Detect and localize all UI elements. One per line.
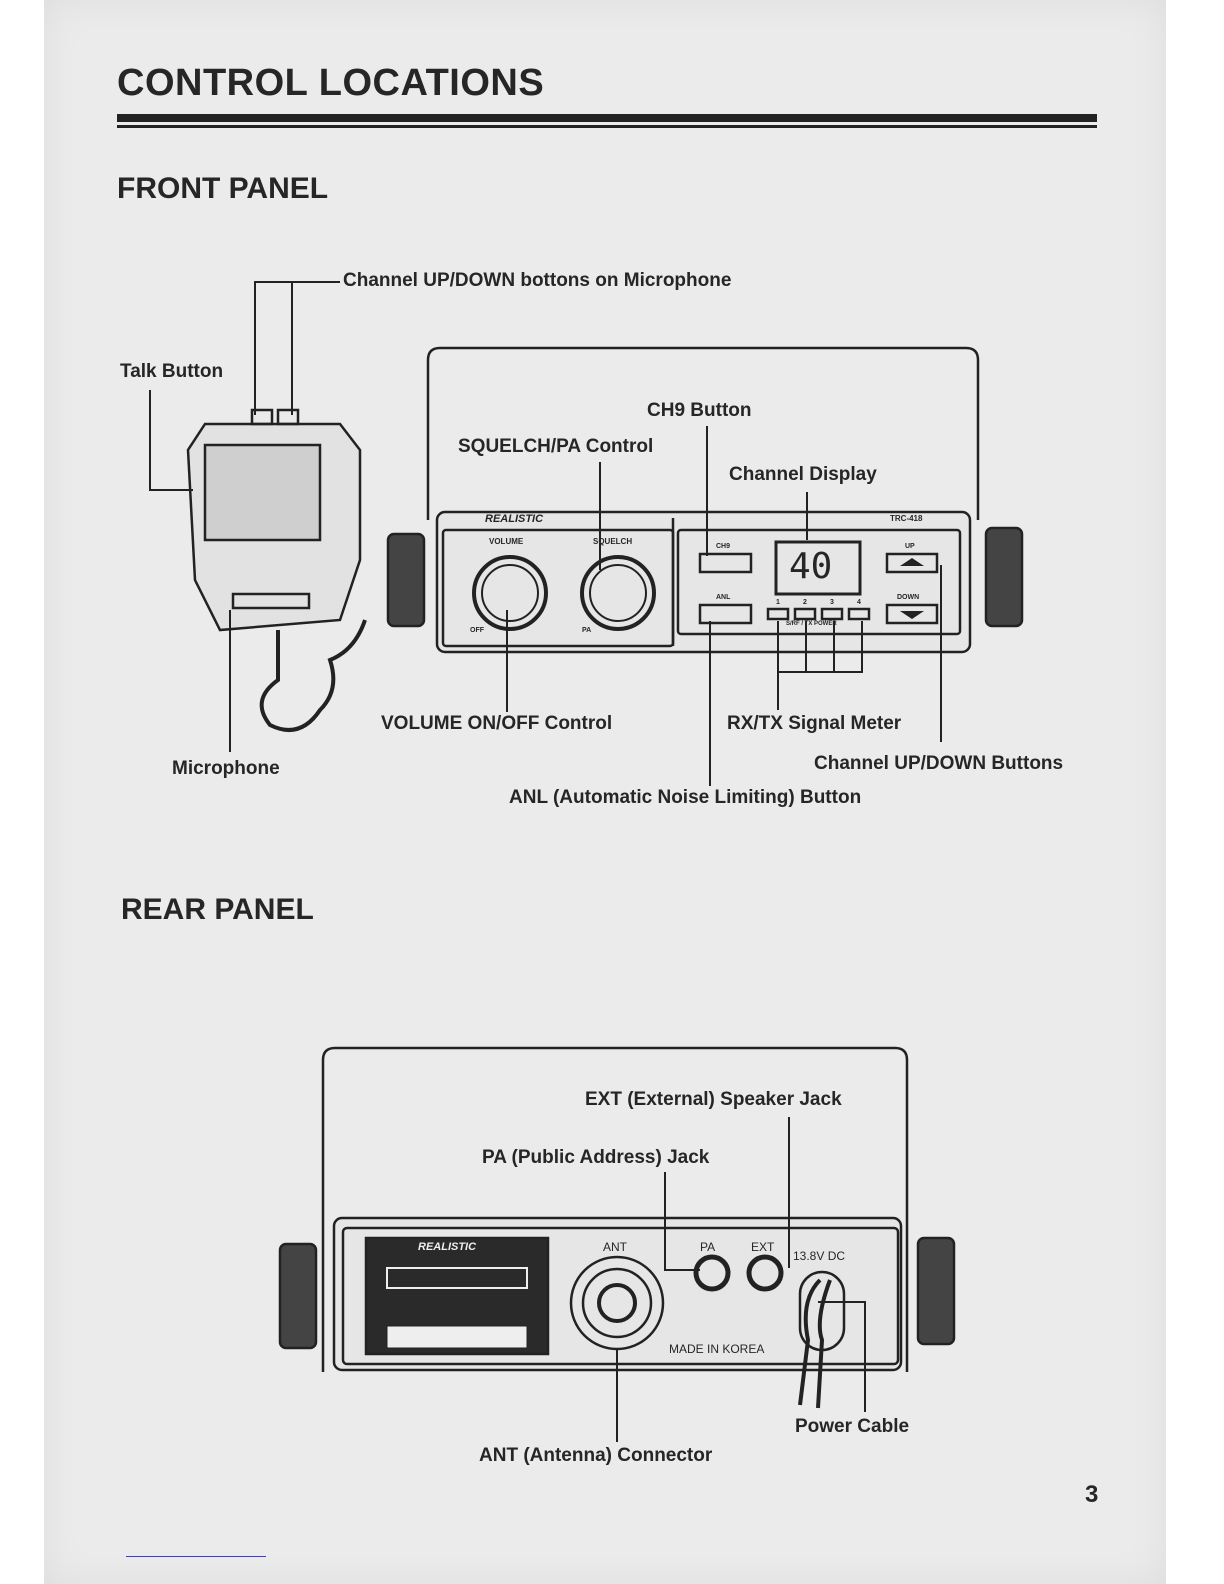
callout-anl: ANL (Automatic Noise Limiting) Button bbox=[509, 787, 862, 808]
power-cable-shape bbox=[798, 1278, 832, 1409]
meter-number-4: 4 bbox=[857, 599, 861, 606]
callout-power-cable: Power Cable bbox=[795, 1416, 910, 1437]
meter-number-2: 2 bbox=[803, 599, 807, 606]
callout-channel-updown-buttons: Channel UP/DOWN Buttons bbox=[814, 753, 1064, 774]
channel-display-shape bbox=[774, 540, 862, 596]
anl-button-shape bbox=[698, 603, 753, 625]
squelch-knob bbox=[580, 555, 656, 631]
pa-jack-shape bbox=[693, 1254, 731, 1292]
microphone-cord bbox=[259, 619, 367, 732]
callout-talk-button: Talk Button bbox=[120, 361, 224, 382]
anl-label: ANL bbox=[716, 594, 731, 601]
front-right-bracket-knob bbox=[984, 526, 1024, 628]
ext-jack-shape bbox=[746, 1254, 784, 1292]
rear-left-bracket-knob bbox=[278, 1242, 318, 1350]
rear-mount-bracket bbox=[321, 1046, 909, 1372]
volume-label: VOLUME bbox=[489, 537, 524, 546]
callout-channel-updown-mic: Channel UP/DOWN bottons on Microphone bbox=[343, 270, 732, 291]
front-brand-label: REALISTIC bbox=[485, 513, 544, 525]
down-button-shape bbox=[885, 603, 939, 625]
callout-pa-jack: PA (Public Address) Jack bbox=[482, 1147, 710, 1168]
front-panel-heading: FRONT PANEL bbox=[117, 172, 329, 205]
rear-power-label: 13.8V DC bbox=[793, 1249, 846, 1263]
meter-number-3: 3 bbox=[830, 599, 834, 606]
off-label: OFF bbox=[470, 627, 484, 634]
callout-ext-jack: EXT (External) Speaker Jack bbox=[585, 1089, 842, 1110]
pa-knob-label: PA bbox=[582, 627, 592, 634]
meter-number-1: 1 bbox=[776, 599, 780, 606]
rear-brand-label: REALISTIC bbox=[418, 1241, 477, 1253]
ch9-label: CH9 bbox=[716, 543, 731, 550]
front-radio-body bbox=[435, 510, 972, 654]
title-rule-thin bbox=[117, 125, 1097, 128]
volume-knob bbox=[472, 555, 548, 631]
squelch-label: SQUELCH bbox=[593, 537, 633, 546]
up-label: UP bbox=[905, 543, 915, 550]
made-in-label: MADE IN KOREA bbox=[669, 1342, 765, 1356]
front-left-bracket-knob bbox=[386, 532, 426, 628]
title-rule-thick bbox=[117, 114, 1097, 122]
front-model-label: TRC-418 bbox=[890, 514, 923, 523]
footer-line bbox=[126, 1556, 266, 1557]
rear-ant-label: ANT bbox=[603, 1240, 627, 1254]
microphone-grille bbox=[203, 443, 322, 542]
meter-caption: S/RF / TX POWER bbox=[786, 621, 837, 627]
rear-pa-label: PA bbox=[700, 1240, 716, 1254]
page-number: 3 bbox=[1085, 1481, 1099, 1508]
callout-ch9-button: CH9 Button bbox=[647, 400, 752, 421]
callout-channel-display: Channel Display bbox=[729, 464, 877, 485]
up-button-shape bbox=[885, 552, 939, 574]
rear-panel-heading: REAR PANEL bbox=[121, 893, 314, 926]
channel-display-readout: 40 bbox=[789, 546, 833, 587]
down-label: DOWN bbox=[897, 594, 920, 601]
front-mount-bracket bbox=[426, 346, 980, 520]
page-title: CONTROL LOCATIONS bbox=[117, 62, 545, 104]
callout-rxtx-meter: RX/TX Signal Meter bbox=[727, 713, 902, 734]
callout-squelch-pa: SQUELCH/PA Control bbox=[458, 436, 654, 457]
rear-ext-label: EXT bbox=[751, 1240, 775, 1254]
callout-ant-connector: ANT (Antenna) Connector bbox=[479, 1445, 713, 1466]
ch9-button-shape bbox=[698, 552, 753, 574]
callout-volume-onoff: VOLUME ON/OFF Control bbox=[381, 713, 613, 734]
rear-right-bracket-knob bbox=[916, 1236, 956, 1346]
callout-microphone: Microphone bbox=[172, 758, 280, 779]
